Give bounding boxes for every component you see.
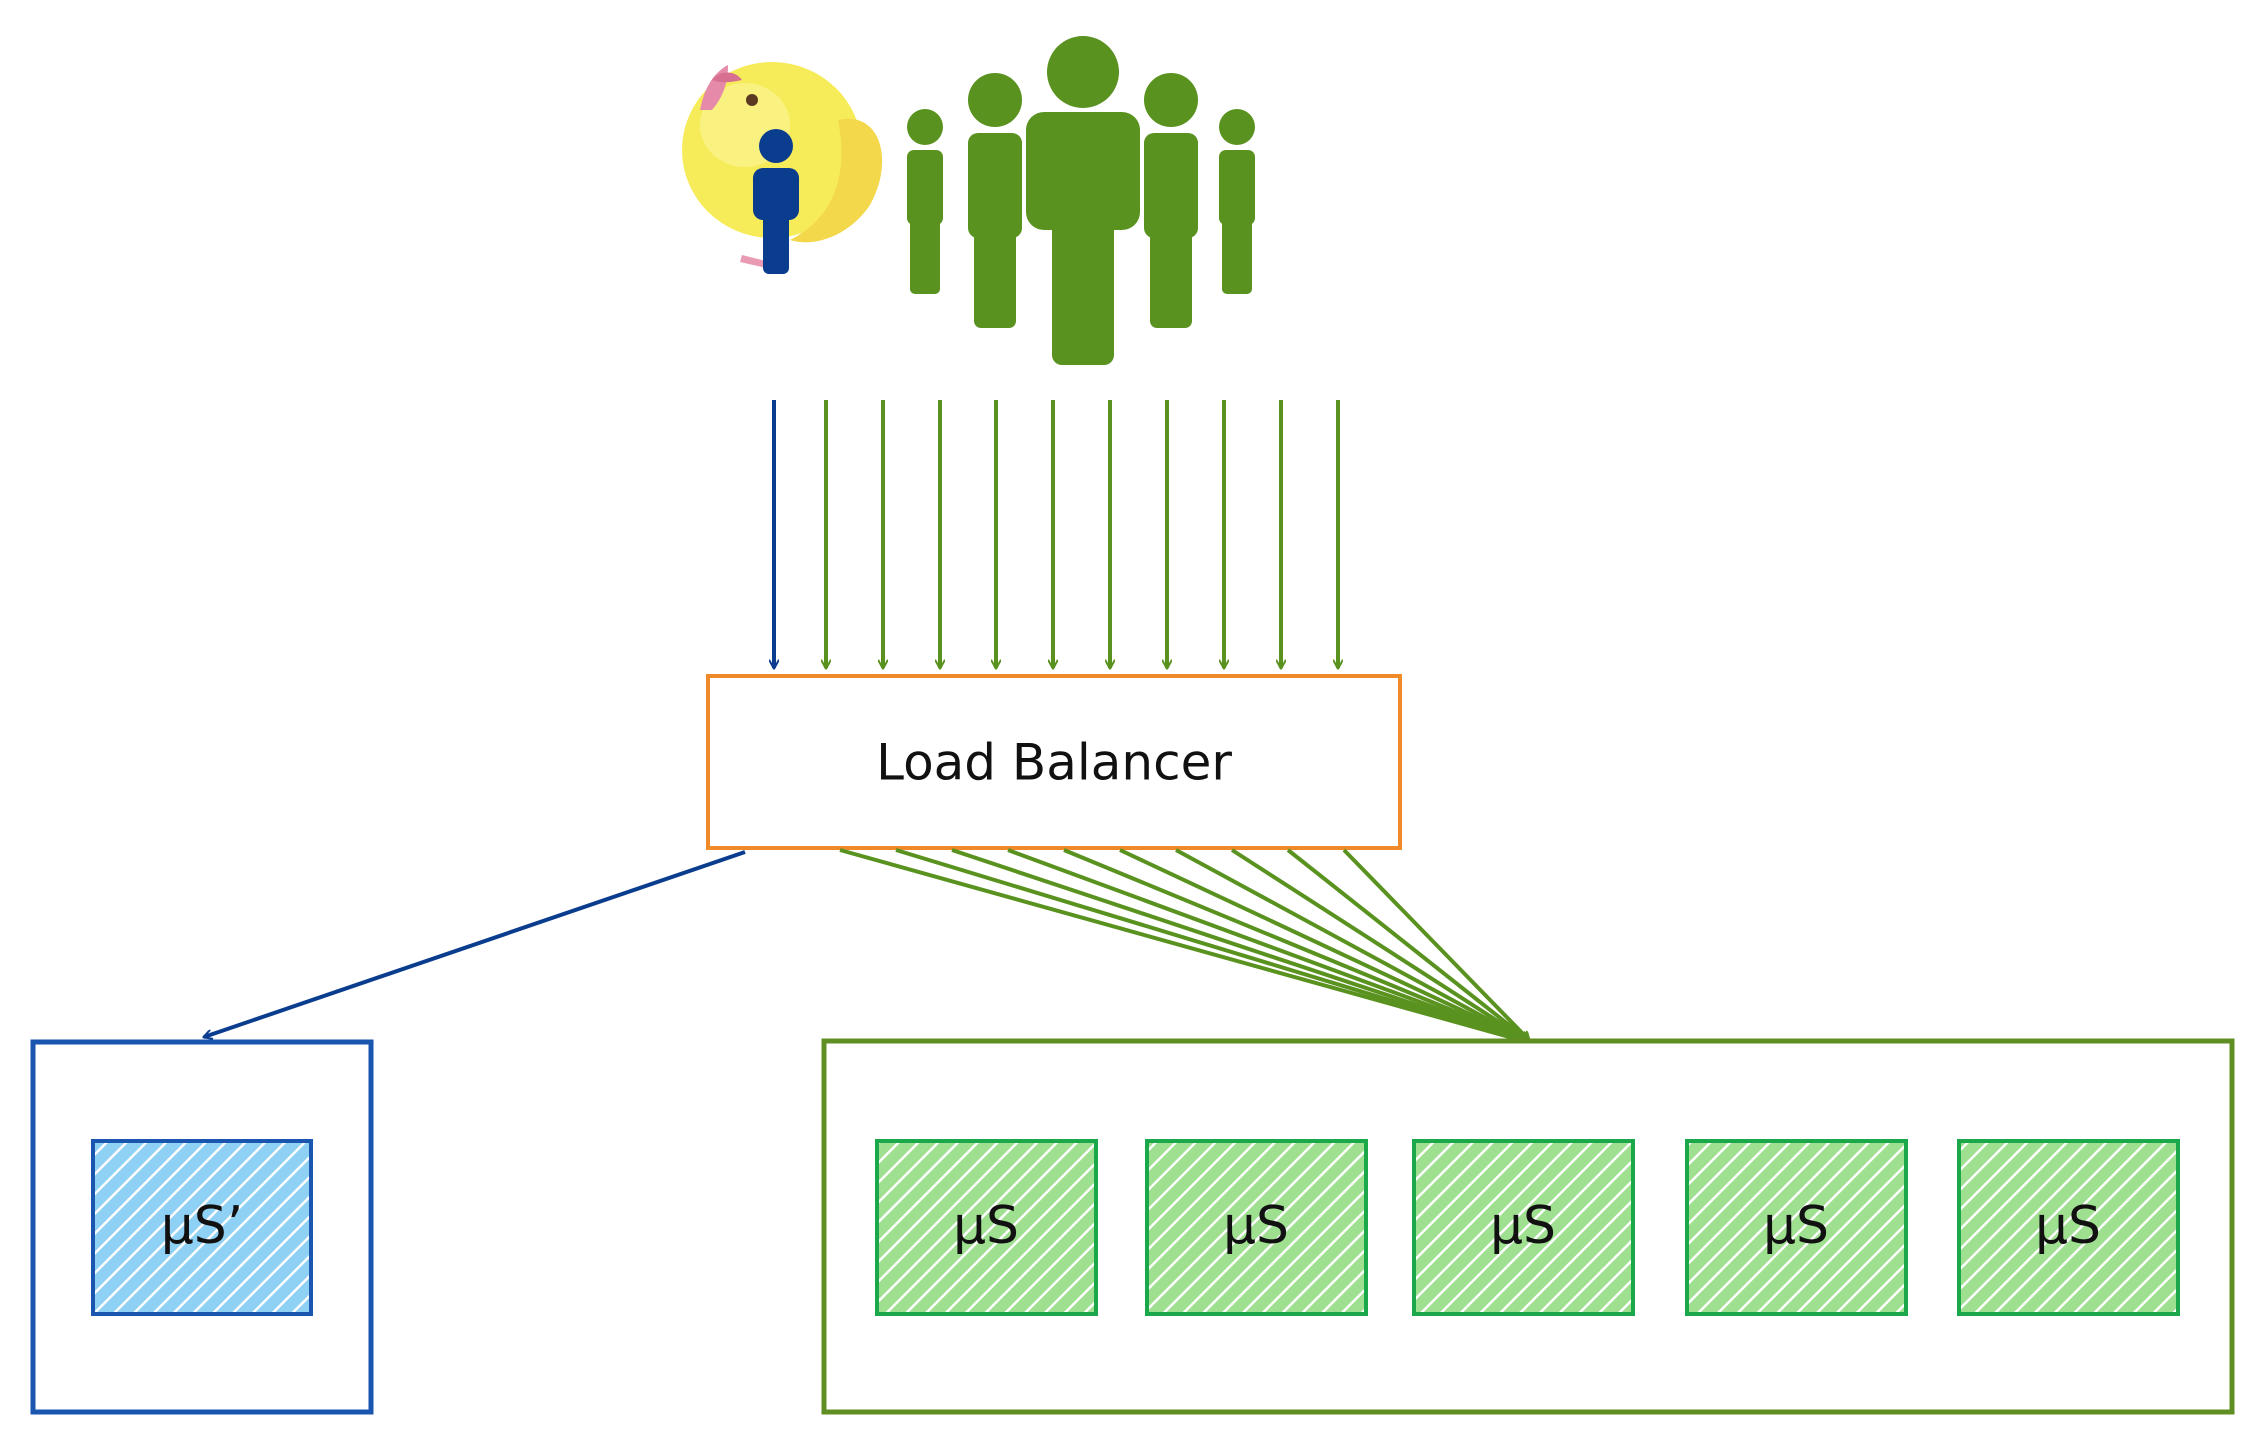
route-arrow bbox=[1175, 848, 1526, 1042]
canary-route-arrow bbox=[204, 850, 746, 1037]
service-label: µS bbox=[1223, 1196, 1289, 1256]
canary-cluster: µS’ bbox=[30, 1039, 374, 1415]
canary-bird-with-person-icon bbox=[682, 62, 883, 274]
canary-service-label: µS’ bbox=[161, 1196, 244, 1256]
service-label: µS bbox=[2035, 1196, 2101, 1256]
route-arrow bbox=[839, 848, 1520, 1040]
service-label: µS bbox=[1763, 1196, 1829, 1256]
user-group-icon bbox=[907, 36, 1255, 365]
service-box bbox=[875, 1139, 1098, 1316]
route-arrow bbox=[1286, 848, 1528, 1040]
route-arrow bbox=[1007, 848, 1523, 1040]
load-balancer: Load Balancer bbox=[706, 674, 1402, 850]
service-box bbox=[1145, 1139, 1368, 1316]
service-box bbox=[1412, 1139, 1635, 1316]
service-label: µS bbox=[1490, 1196, 1556, 1256]
load-balancer-box bbox=[706, 674, 1402, 850]
service-box bbox=[1957, 1139, 2180, 1316]
route-arrow bbox=[1119, 848, 1525, 1040]
routing-arrows bbox=[204, 848, 1529, 1042]
incoming-request-arrows bbox=[774, 400, 1338, 668]
load-balancer-label: Load Balancer bbox=[876, 734, 1232, 792]
route-arrow bbox=[1342, 848, 1529, 1040]
service-label: µS bbox=[953, 1196, 1019, 1256]
route-arrow bbox=[1063, 848, 1524, 1040]
stable-cluster: µS µS µS µS µS bbox=[821, 1038, 2235, 1415]
service-box bbox=[1685, 1139, 1908, 1316]
route-arrow bbox=[895, 848, 1521, 1040]
route-arrow bbox=[1230, 848, 1527, 1042]
route-arrow bbox=[951, 848, 1522, 1040]
canary-service-box bbox=[91, 1139, 313, 1316]
